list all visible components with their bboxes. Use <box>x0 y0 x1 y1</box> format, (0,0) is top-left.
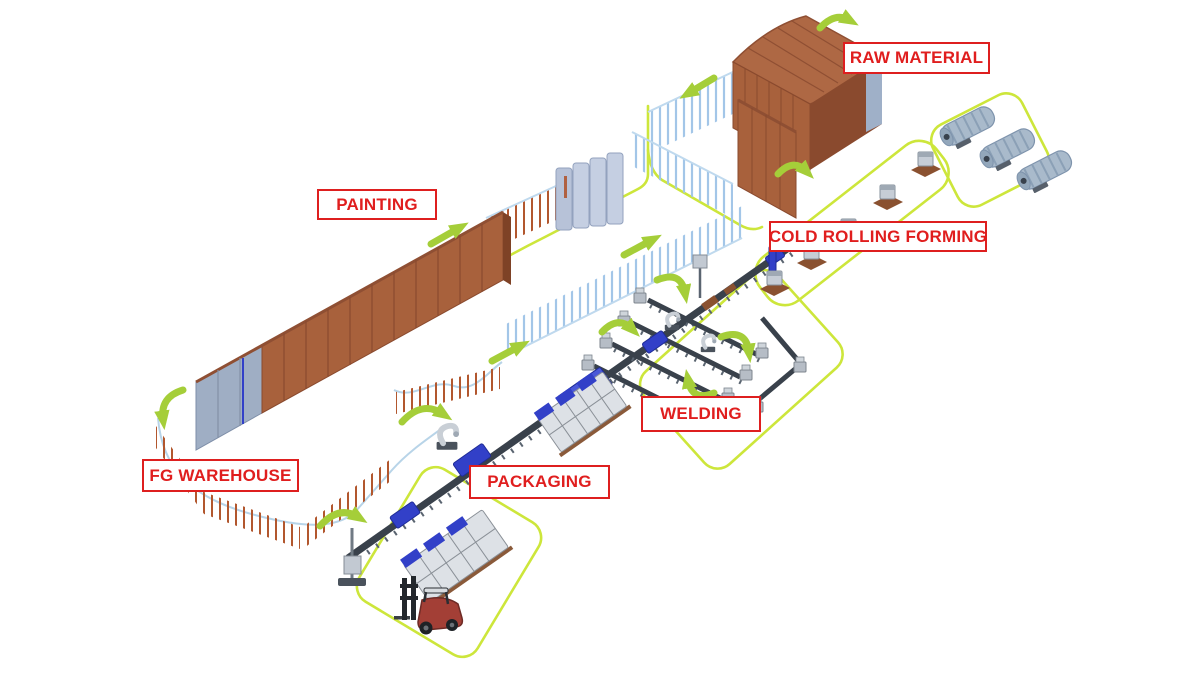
arrow-roof-top <box>816 9 859 32</box>
route-coil-loop <box>929 92 1051 208</box>
pallet-rack-upper <box>533 372 632 458</box>
label-cold-rolling-forming: COLD ROLLING FORMING <box>769 221 987 252</box>
fg-warehouse-gray-section <box>195 344 263 451</box>
forklift-truck <box>394 576 464 635</box>
fence-brown-fg-4 <box>396 367 500 414</box>
label-raw-material: RAW MATERIAL <box>843 42 990 74</box>
arrow-fg-uturn <box>154 386 187 431</box>
arrow-to-raw <box>679 74 718 99</box>
label-packaging: PACKAGING <box>469 465 610 499</box>
arrow-welding-3 <box>598 317 640 337</box>
fence-brown-fg-2 <box>204 492 300 549</box>
building-right-face <box>810 58 882 170</box>
painting-wall-end-face <box>503 212 511 285</box>
arrow-aisle-bend <box>653 273 692 305</box>
fence-blue-aisle-long <box>502 206 742 358</box>
arrow-welding-1 <box>717 331 756 364</box>
fence-blue-booth-right <box>632 132 733 218</box>
arrow-painting-wall <box>427 222 469 248</box>
building-gray-edge <box>866 58 882 132</box>
booth-orange-strip <box>564 176 567 198</box>
arrow-packaging <box>398 402 453 426</box>
welding-machines <box>581 254 807 426</box>
steel-coil-storage <box>935 102 1079 199</box>
flow-arrows <box>154 9 859 530</box>
painting-line-wall <box>195 210 511 451</box>
paint-booth <box>555 152 624 231</box>
arrow-aisle-up <box>620 234 662 259</box>
building-front-wall <box>737 98 797 219</box>
raw-material-warehouse-building <box>731 15 884 219</box>
arrow-cold-rolling <box>774 159 814 179</box>
pallet-rack-lower <box>400 509 514 608</box>
arrow-aisle-mid <box>488 340 530 365</box>
arrow-welding-2 <box>681 368 718 400</box>
label-fg-warehouse: FG WAREHOUSE <box>142 459 299 492</box>
sensor-tower <box>692 254 708 298</box>
arrow-packaging-low <box>316 506 368 530</box>
label-welding: WELDING <box>641 396 761 432</box>
fence-blue-upper <box>648 70 737 154</box>
fence-brown-fg-3 <box>303 458 392 549</box>
packaging-robot-arm <box>437 426 459 450</box>
label-painting: PAINTING <box>317 189 437 220</box>
stacker-crane <box>338 528 366 586</box>
